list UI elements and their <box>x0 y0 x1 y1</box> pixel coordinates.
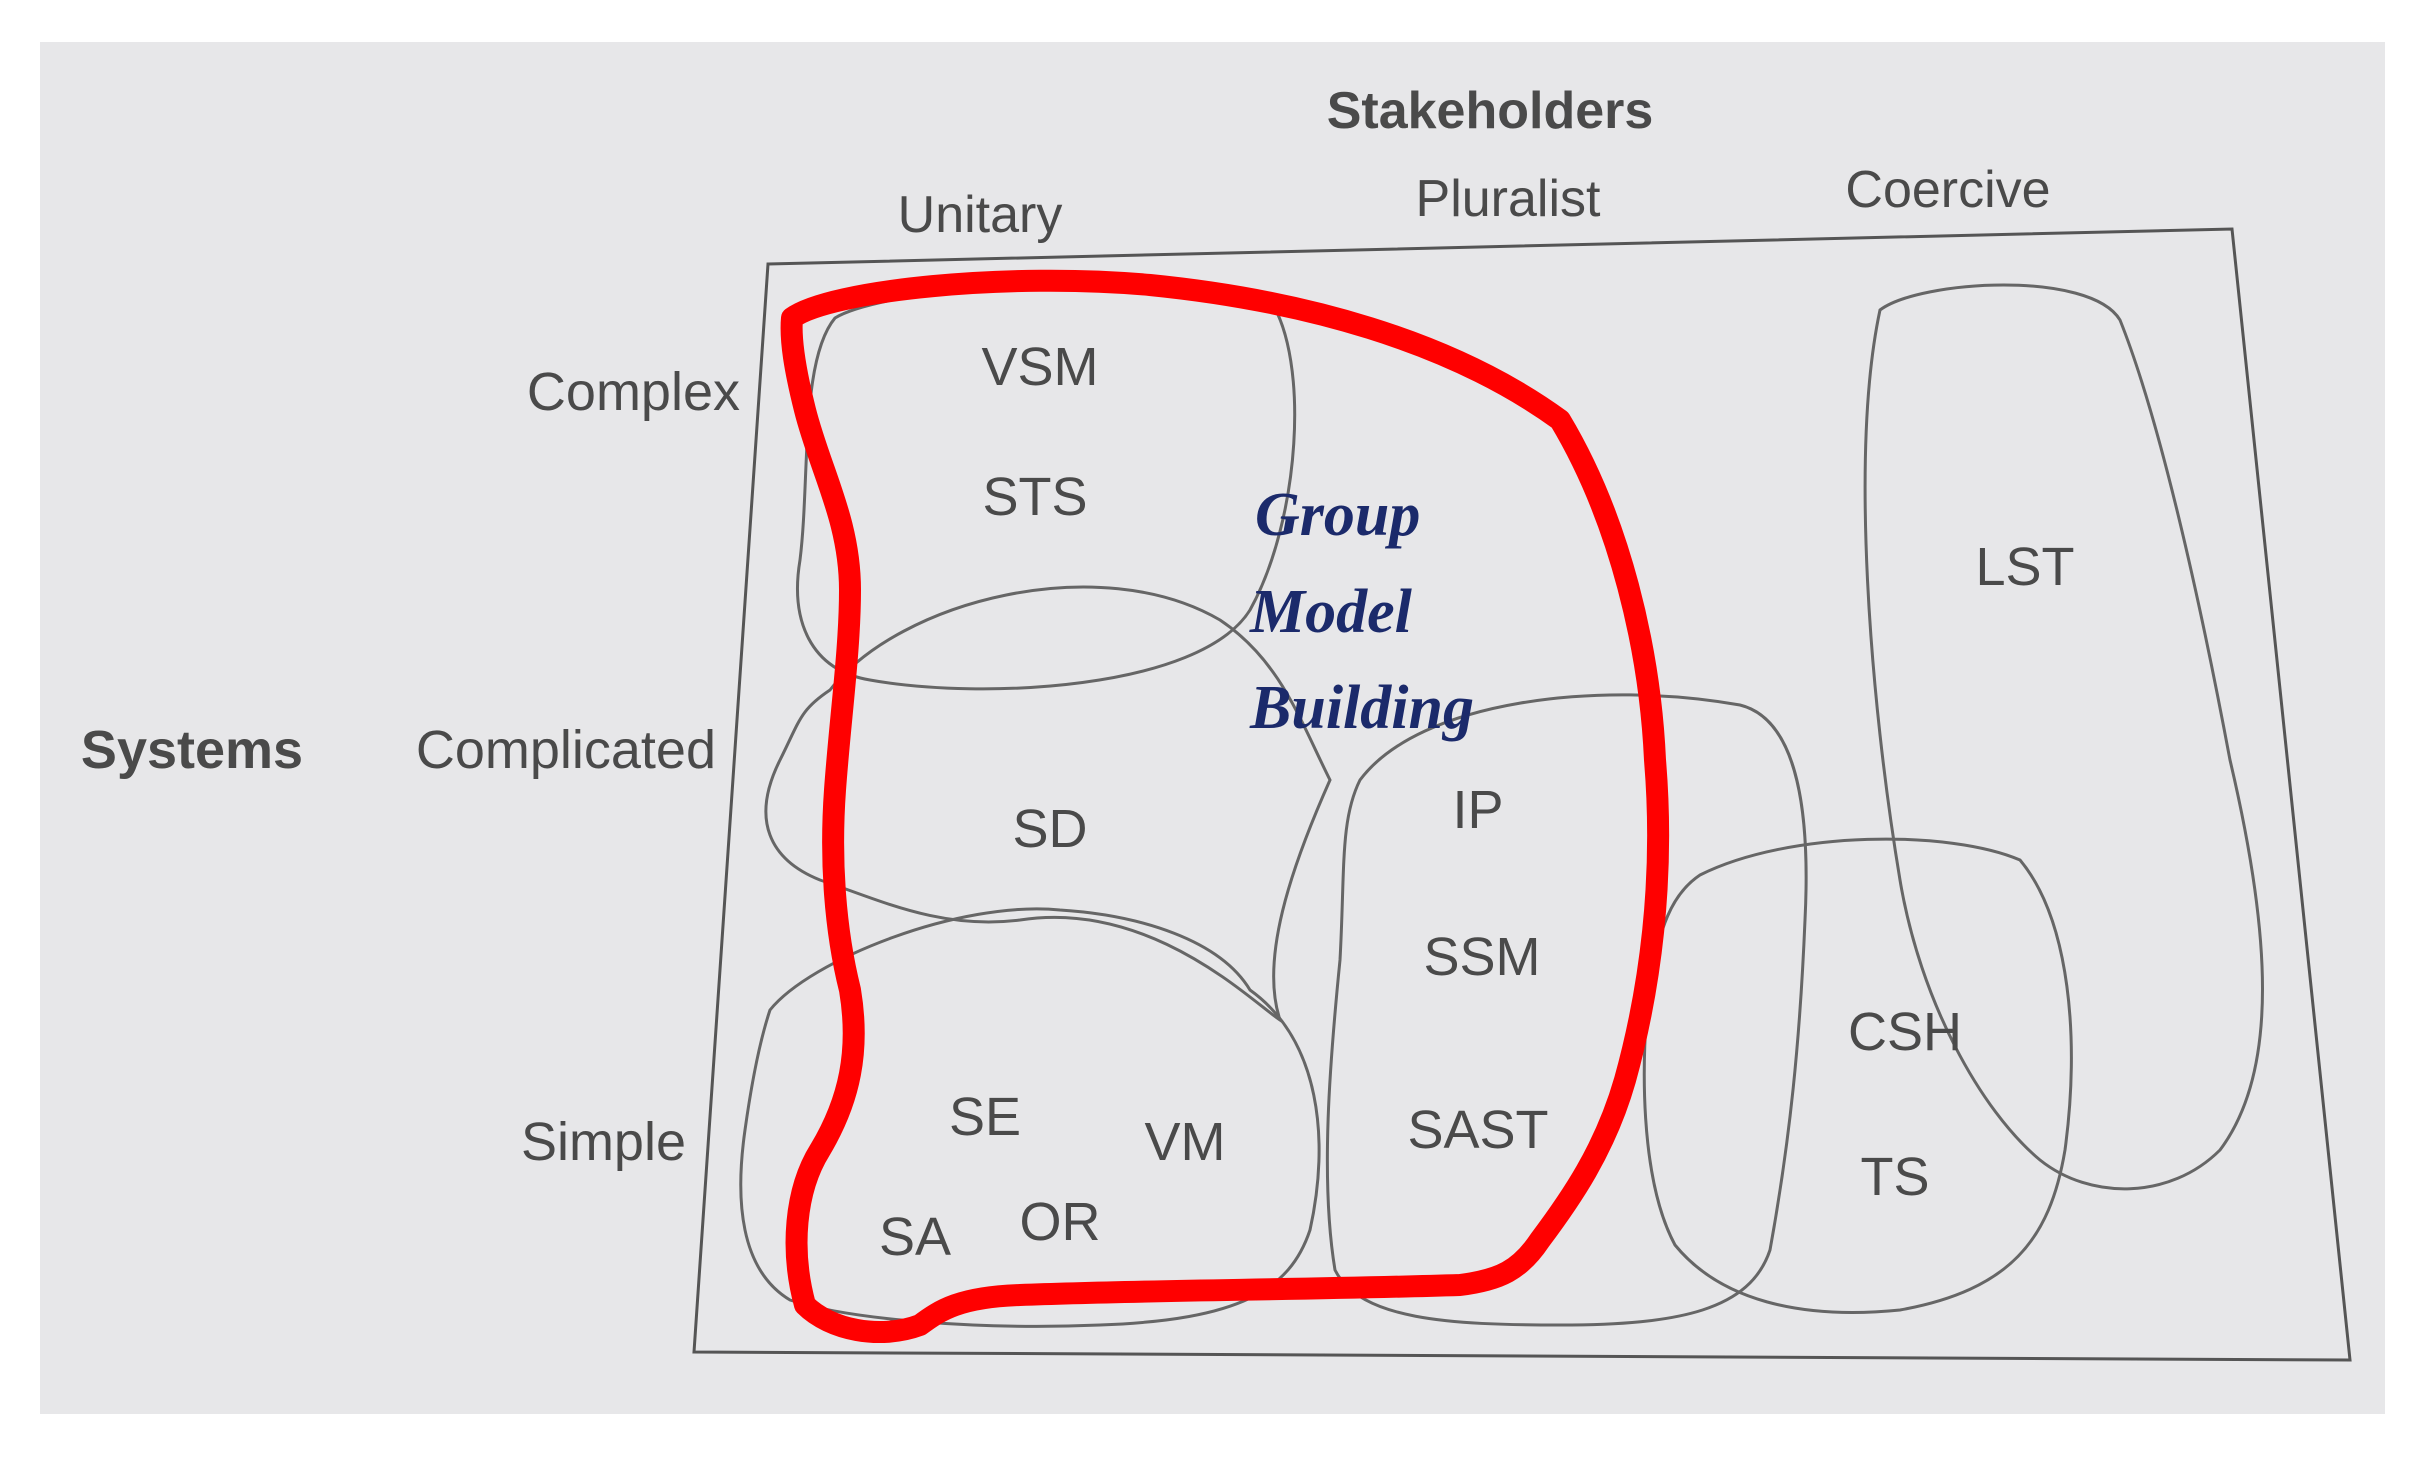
column-header-coercive: Coercive <box>1845 161 2050 219</box>
method-vsm: VSM <box>981 337 1098 397</box>
highlight-line-1: Group <box>1255 481 1420 549</box>
method-vm: VM <box>1145 1112 1226 1172</box>
row-group-title: Systems <box>81 720 303 780</box>
method-sts: STS <box>982 467 1087 527</box>
row-header-simple: Simple <box>521 1112 686 1172</box>
highlight-line-3: Building <box>1249 674 1474 742</box>
group-model-building-caption: Group Model Building <box>1249 481 1474 742</box>
method-labels: VSM STS SD IP SSM SAST SE VM SA OR CSH T… <box>879 337 2075 1267</box>
column-headers: Unitary Pluralist Coercive <box>898 161 2051 244</box>
method-se: SE <box>949 1087 1021 1147</box>
method-ip: IP <box>1452 780 1503 840</box>
paper-background <box>40 42 2385 1414</box>
method-sa: SA <box>879 1207 951 1267</box>
method-ssm: SSM <box>1423 927 1540 987</box>
method-lst: LST <box>1975 537 2074 597</box>
column-group-title: Stakeholders <box>1327 82 1654 140</box>
region-ip-ssm-sast <box>1325 693 1808 1327</box>
grid-frame <box>692 227 2352 1362</box>
row-header-complicated: Complicated <box>416 720 716 780</box>
region-sd <box>764 585 1332 1024</box>
method-csh: CSH <box>1848 1002 1962 1062</box>
method-or: OR <box>1020 1192 1101 1252</box>
highlight-line-2: Model <box>1249 578 1413 646</box>
row-header-complex: Complex <box>527 362 740 422</box>
region-lst <box>1863 283 2264 1191</box>
row-headers: Complex Complicated Simple <box>416 362 740 1172</box>
group-model-building-outline <box>780 269 1670 1344</box>
column-header-pluralist: Pluralist <box>1416 170 1601 228</box>
method-ts: TS <box>1860 1147 1929 1207</box>
method-sast: SAST <box>1407 1100 1548 1160</box>
method-sd: SD <box>1012 799 1087 859</box>
column-header-unitary: Unitary <box>898 186 1063 244</box>
